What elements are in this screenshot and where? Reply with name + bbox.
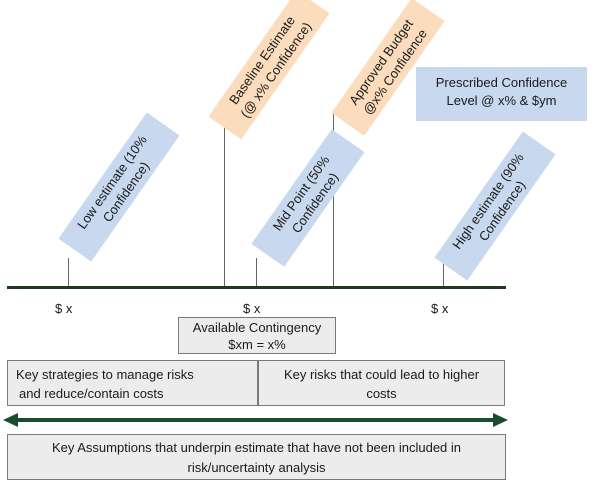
key-risks-line2: costs <box>366 386 397 401</box>
key-assumptions-box: Key Assumptions that underpin estimate t… <box>7 434 506 480</box>
key-risks-line1: Key risks that could lead to higher <box>283 367 480 382</box>
available-contingency-line1: Available Contingency <box>192 320 322 335</box>
key-strategies-line1: Key strategies to manage risks <box>16 367 194 382</box>
axis-value-high: $ x <box>431 301 449 316</box>
key-strategies-line2: and reduce/contain costs <box>19 386 164 401</box>
prescribed-confidence-line1: Prescribed Confidence <box>435 75 568 90</box>
axis-value-low: $ x <box>55 301 73 316</box>
prescribed-confidence-line2: Level @ x% & $ym <box>446 93 557 108</box>
baseline-estimate-stem <box>224 126 225 286</box>
high-estimate-label: High estimate (90% Confidence) <box>434 131 556 281</box>
baseline-estimate-label: Baseline Estimate (@ x% Confidence) <box>208 0 330 140</box>
double-arrow-icon <box>3 413 508 427</box>
mid-point-label: Mid Point (50% Confidence) <box>251 129 365 267</box>
key-assumptions-line1: Key Assumptions that underpin estimate t… <box>51 440 462 455</box>
available-contingency-line2: $xm = x% <box>228 337 286 352</box>
key-assumptions-line2: risk/uncertainty analysis <box>187 460 326 475</box>
high-estimate-stem <box>443 258 444 286</box>
axis-value-mid: $ x <box>243 301 261 316</box>
cost-axis-line <box>7 286 506 289</box>
key-strategies-box: Key strategies to manage risks and reduc… <box>7 360 258 406</box>
available-contingency-box: Available Contingency $xm = x% <box>178 317 336 354</box>
low-estimate-label: Low estimate (10% Confidence) <box>58 112 180 262</box>
mid-point-stem <box>256 258 257 286</box>
key-risks-box: Key risks that could lead to higher cost… <box>258 360 505 406</box>
approved-budget-stem <box>333 113 334 286</box>
low-estimate-stem <box>68 258 69 286</box>
prescribed-confidence-box: Prescribed Confidence Level @ x% & $ym <box>416 67 587 121</box>
